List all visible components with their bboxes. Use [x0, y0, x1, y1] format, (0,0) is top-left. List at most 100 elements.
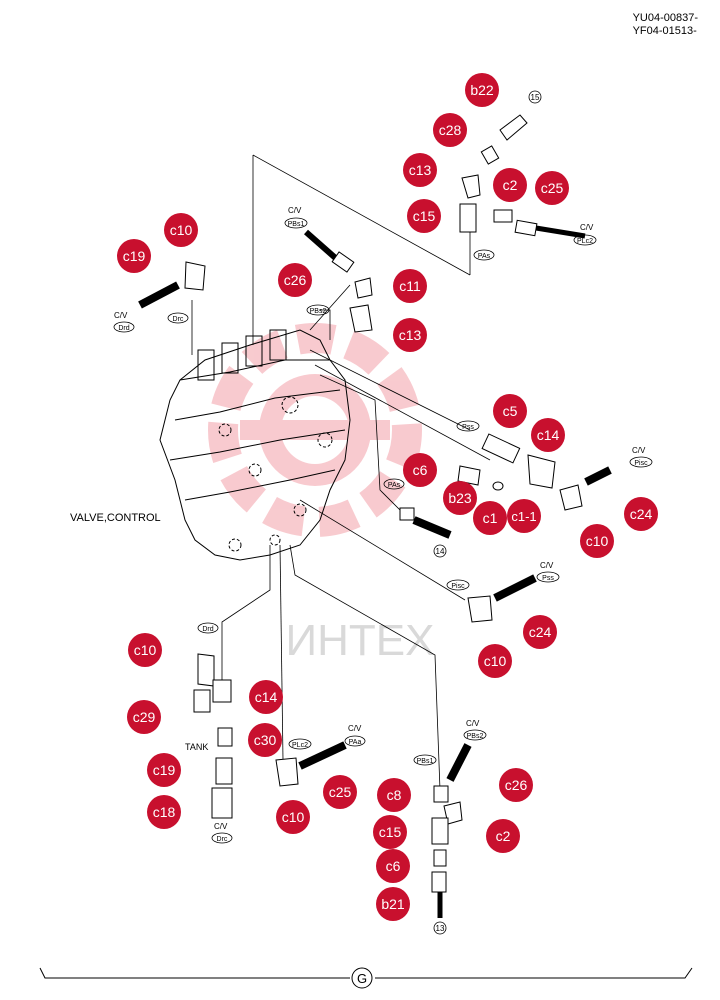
svg-text:c6: c6 — [413, 462, 428, 478]
callout[interactable]: c13 — [403, 153, 437, 187]
callout[interactable]: c10 — [164, 213, 198, 247]
header-code-line1: YU04-00837- — [632, 12, 698, 24]
callout[interactable]: c2 — [486, 819, 520, 853]
cv-label: C/V — [540, 561, 554, 570]
tank-label: TANK — [185, 742, 208, 752]
callout[interactable]: c10 — [276, 800, 310, 834]
callout[interactable]: c28 — [433, 113, 467, 147]
callout[interactable]: c1-1 — [507, 499, 541, 533]
circled-ref: 14 — [436, 547, 445, 556]
callout[interactable]: c25 — [535, 171, 569, 205]
callout[interactable]: c8 — [377, 778, 411, 812]
port-tag: Pss — [542, 575, 554, 582]
svg-text:c30: c30 — [254, 732, 277, 748]
svg-text:c15: c15 — [413, 208, 436, 224]
svg-text:c6: c6 — [386, 858, 401, 874]
svg-text:b22: b22 — [470, 82, 494, 98]
check-valve-labels: C/V C/V C/V C/V C/V C/V C/V C/V — [114, 206, 646, 831]
callout[interactable]: b23 — [443, 481, 477, 515]
callout[interactable]: c6 — [403, 453, 437, 487]
svg-text:c25: c25 — [329, 784, 352, 800]
port-tag: PBs1 — [288, 221, 305, 228]
port-tag: PAs — [388, 482, 401, 489]
svg-text:c25: c25 — [541, 180, 564, 196]
callout[interactable]: c1 — [473, 501, 507, 535]
callout[interactable]: c24 — [523, 615, 557, 649]
callout[interactable]: c19 — [147, 753, 181, 787]
port-tag: Drd — [118, 325, 129, 332]
callout[interactable]: c15 — [373, 815, 407, 849]
assembly-label: VALVE,CONTROL — [70, 512, 161, 524]
circled-ref: 15 — [531, 93, 540, 102]
callout[interactable]: c10 — [478, 644, 512, 678]
svg-text:c2: c2 — [503, 177, 518, 193]
port-tags — [113, 217, 653, 844]
callout[interactable]: c10 — [128, 633, 162, 667]
footer-letter-circle — [351, 967, 373, 989]
callout[interactable]: c30 — [248, 723, 282, 757]
cv-label: C/V — [580, 223, 594, 232]
svg-text:c18: c18 — [153, 804, 176, 820]
port-tag: PBs2 — [467, 733, 484, 740]
callout[interactable]: c5 — [493, 394, 527, 428]
cv-label: C/V — [288, 206, 302, 215]
callout[interactable]: c14 — [531, 418, 565, 452]
callout[interactable]: c19 — [117, 239, 151, 273]
port-tag: PBs1 — [417, 758, 434, 765]
callout[interactable]: b21 — [376, 887, 410, 921]
callout[interactable]: c29 — [127, 700, 161, 734]
cv-label: C/V — [632, 446, 646, 455]
svg-text:b23: b23 — [448, 490, 472, 506]
svg-text:c1: c1 — [483, 510, 498, 526]
svg-text:c2: c2 — [496, 828, 511, 844]
header-code-line2: YF04-01513- — [632, 25, 697, 37]
svg-text:c26: c26 — [284, 272, 307, 288]
svg-text:c8: c8 — [387, 787, 402, 803]
header-codes: YU04-00837- YF04-01513- — [633, 12, 698, 38]
callout[interactable]: c18 — [147, 795, 181, 829]
port-tag: Pss — [462, 424, 474, 431]
callout[interactable]: c10 — [580, 524, 614, 558]
circled-refs: 15 14 13 — [433, 90, 542, 935]
svg-text:c13: c13 — [399, 327, 422, 343]
callout[interactable]: c15 — [407, 199, 441, 233]
svg-text:c19: c19 — [123, 248, 146, 264]
cv-label: C/V — [466, 719, 480, 728]
cv-label: C/V — [348, 724, 362, 733]
callout[interactable]: b22 — [465, 73, 499, 107]
port-tag: PAs — [478, 253, 491, 260]
callout[interactable]: c24 — [624, 497, 658, 531]
svg-text:b21: b21 — [381, 896, 405, 912]
svg-text:c26: c26 — [505, 777, 528, 793]
svg-text:c5: c5 — [503, 403, 518, 419]
port-tag: Drc — [173, 316, 184, 323]
svg-text:c11: c11 — [399, 278, 421, 294]
svg-text:c24: c24 — [630, 506, 653, 522]
callout[interactable]: c25 — [323, 775, 357, 809]
leader-lines — [191, 154, 491, 791]
svg-text:c14: c14 — [537, 427, 560, 443]
svg-text:c14: c14 — [255, 689, 278, 705]
callout[interactable]: c26 — [278, 263, 312, 297]
circled-ref: 13 — [436, 924, 445, 933]
footer-letter: G — [357, 971, 367, 986]
callout[interactable]: c6 — [376, 849, 410, 883]
svg-text:c29: c29 — [133, 709, 156, 725]
footer-line — [39, 967, 693, 979]
svg-text:c19: c19 — [153, 762, 176, 778]
port-tag: PLc2 — [577, 238, 593, 245]
svg-text:c15: c15 — [379, 824, 402, 840]
svg-text:c10: c10 — [282, 809, 305, 825]
callout[interactable]: c26 — [499, 768, 533, 802]
svg-text:c10: c10 — [484, 653, 507, 669]
callout[interactable]: c14 — [249, 680, 283, 714]
port-tag: Drd — [202, 626, 213, 633]
port-tag: PBs2 — [310, 308, 327, 315]
port-tag-texts: PBs1 PLc2 PAs Drd Drc PBs2 Pss Pisc PAs … — [118, 221, 648, 843]
svg-text:c10: c10 — [170, 222, 193, 238]
fittings — [138, 114, 612, 918]
callout[interactable]: c11 — [393, 269, 427, 303]
callout[interactable]: c2 — [493, 168, 527, 202]
callout[interactable]: c13 — [393, 318, 427, 352]
